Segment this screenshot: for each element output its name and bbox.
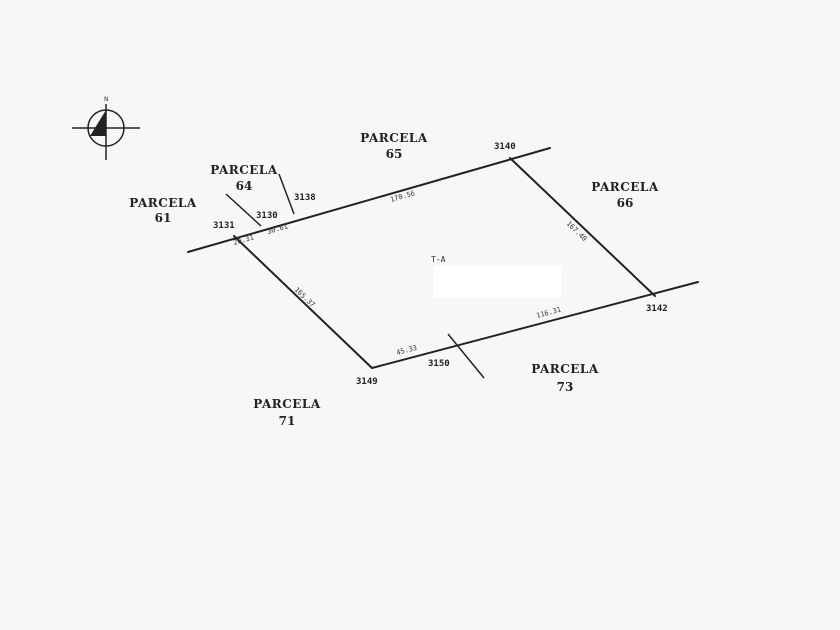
dimension-label: 165.37 xyxy=(293,286,317,309)
parcel-label-66: PARCELA 66 xyxy=(591,180,659,210)
north-label: N xyxy=(104,96,109,103)
dimension-label: 45.33 xyxy=(395,344,417,357)
boundary-lines xyxy=(187,147,699,379)
vertex-label-3131: 3131 xyxy=(213,221,235,231)
dimension-label: 30.61 xyxy=(266,222,288,236)
parcel-label-73: PARCELA 73 xyxy=(531,362,599,394)
east-boundary-line xyxy=(509,157,656,297)
dimension-label: 170.56 xyxy=(389,189,416,204)
parcel-name: PARCELA xyxy=(591,180,659,194)
parcel-number: 71 xyxy=(279,414,296,428)
west-boundary-line xyxy=(233,235,373,369)
south-boundary-line xyxy=(371,281,699,369)
parcel-number: 61 xyxy=(155,211,172,225)
parcel-label-65: PARCELA 65 xyxy=(360,131,428,161)
tick-line-3130 xyxy=(225,193,262,227)
parcel-name: PARCELA xyxy=(531,362,599,376)
parcel-name: PARCELA xyxy=(210,163,278,177)
vertex-label-3142: 3142 xyxy=(646,304,668,314)
north-boundary-line xyxy=(187,147,551,253)
vertex-label-3150: 3150 xyxy=(428,359,450,369)
parcel-name: PARCELA xyxy=(253,397,321,411)
parcel-name: PARCELA xyxy=(129,196,197,210)
north-arrow-icon: N xyxy=(72,96,140,160)
parcel-label-71: PARCELA 71 xyxy=(253,397,321,428)
parcel-name: PARCELA xyxy=(360,131,428,145)
vertex-label-3149: 3149 xyxy=(356,377,378,387)
vertex-label-3130: 3130 xyxy=(256,211,278,221)
parcel-label-61: PARCELA 61 xyxy=(129,196,197,225)
parcel-number: 66 xyxy=(617,196,634,210)
dimension-label: 167.40 xyxy=(565,220,589,243)
parcel-number: 65 xyxy=(386,147,403,161)
parcel-number: 64 xyxy=(236,179,253,193)
vertex-label-3138: 3138 xyxy=(294,193,316,203)
tick-line-3138 xyxy=(278,173,295,215)
parcel-number: 73 xyxy=(557,380,574,394)
dimension-label: 116.31 xyxy=(535,306,562,320)
redaction-mask xyxy=(433,266,561,298)
lot-label: T-A xyxy=(431,255,446,264)
vertex-label-3140: 3140 xyxy=(494,142,516,152)
tick-line-3150 xyxy=(447,333,485,379)
parcel-label-64: PARCELA 64 xyxy=(210,163,278,193)
